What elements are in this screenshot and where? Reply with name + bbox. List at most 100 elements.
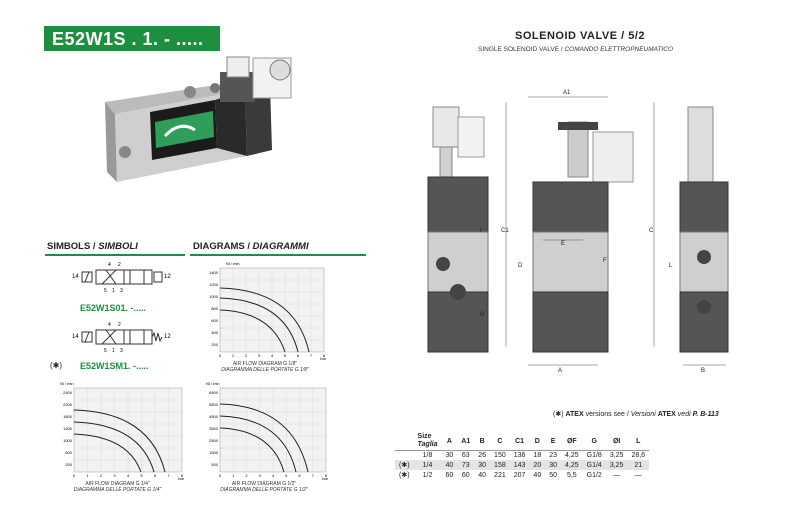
svg-text:8: 8 (181, 473, 184, 478)
svg-text:bar: bar (178, 476, 184, 480)
svg-text:G: G (480, 312, 485, 318)
svg-text:6500: 6500 (209, 390, 219, 395)
svg-text:1800: 1800 (63, 414, 73, 419)
flow-diagram-1-caption: AIR FLOW DIAGRAM G 1/8"DIAGRAMMA DELLE P… (221, 361, 309, 373)
svg-text:4500: 4500 (209, 414, 219, 419)
flow-diagram-1: Nl / min 1400 1200 1000 800 600 400 200 … (200, 260, 330, 375)
col-header: B (479, 437, 485, 445)
svg-text:2: 2 (100, 473, 103, 478)
dimension-drawing: G A1 E D F C1 A L C B I (427, 90, 729, 374)
svg-text:bar: bar (320, 356, 326, 360)
col-header: L (636, 437, 641, 445)
svg-text:200: 200 (211, 342, 218, 347)
svg-text:1: 1 (232, 353, 235, 358)
svg-text:1400: 1400 (209, 270, 219, 275)
svg-text:1500: 1500 (209, 450, 219, 455)
svg-text:3: 3 (258, 353, 261, 358)
svg-text:1: 1 (112, 288, 115, 294)
svg-text:5: 5 (285, 473, 288, 478)
svg-text:4: 4 (108, 262, 111, 268)
svg-text:4: 4 (271, 353, 274, 358)
svg-text:E: E (561, 241, 565, 247)
svg-text:1000: 1000 (63, 438, 73, 443)
symbol1-code: E52W1S01. -..... (80, 303, 147, 313)
svg-text:600: 600 (211, 318, 218, 323)
svg-text:2: 2 (118, 262, 121, 268)
svg-text:14: 14 (72, 274, 79, 280)
svg-text:1: 1 (112, 348, 115, 354)
svg-text:6: 6 (154, 473, 157, 478)
svg-text:2200: 2200 (63, 402, 73, 407)
svg-text:0: 0 (73, 473, 76, 478)
svg-text:8: 8 (323, 353, 326, 358)
product-code-badge: E52W1S . 1. - ..... (44, 26, 220, 51)
col-header: ØI (612, 437, 621, 445)
symbol2-mark: (✱) (50, 361, 63, 370)
flow-diagram-1-plot: Nl / min 1400 1200 1000 800 600 400 200 … (209, 261, 327, 360)
col-header: C1 (515, 437, 525, 445)
svg-text:B: B (701, 368, 705, 374)
svg-text:400: 400 (211, 330, 218, 335)
flow-diagram-3: Nl / min 6500 5500 4500 3500 2500 1500 5… (198, 380, 330, 495)
svg-text:6: 6 (297, 353, 300, 358)
svg-text:0: 0 (219, 353, 222, 358)
svg-text:D: D (518, 263, 523, 269)
svg-text:7: 7 (167, 473, 170, 478)
symbols-heading: SIMBOLS / SIMBOLI (47, 241, 138, 252)
svg-text:4: 4 (127, 473, 130, 478)
svg-text:2: 2 (245, 353, 248, 358)
col-header: G (591, 437, 597, 445)
svg-text:A: A (558, 368, 562, 374)
svg-text:2400: 2400 (63, 390, 73, 395)
pneumatic-symbol-2: 14 12 4 2 5 1 3 (72, 322, 171, 354)
valve-product-image (105, 56, 292, 182)
svg-text:200: 200 (65, 462, 72, 467)
svg-text:600: 600 (65, 450, 72, 455)
svg-text:C: C (649, 228, 654, 234)
svg-text:2: 2 (245, 473, 248, 478)
flow-diagram-3-plot: Nl / min 6500 5500 4500 3500 2500 1500 5… (206, 381, 329, 480)
col-header: A (446, 437, 452, 445)
svg-text:4: 4 (272, 473, 275, 478)
col-header: ØF (566, 437, 577, 445)
diagrams-heading: DIAGRAMS / DIAGRAMMI (193, 241, 309, 252)
svg-text:3: 3 (113, 473, 116, 478)
svg-text:5: 5 (104, 348, 107, 354)
svg-text:bar: bar (322, 476, 328, 480)
svg-text:A1: A1 (563, 90, 571, 96)
svg-text:0: 0 (219, 473, 222, 478)
flow-diagram-3-caption: AIR FLOW DIAGRAM G 1/2"DIAGRAMMA DELLE P… (220, 481, 308, 493)
svg-text:Nl / min: Nl / min (60, 381, 74, 386)
svg-text:1400: 1400 (63, 426, 73, 431)
svg-text:3: 3 (259, 473, 262, 478)
svg-text:1000: 1000 (209, 294, 219, 299)
svg-text:1: 1 (232, 473, 235, 478)
svg-text:7: 7 (312, 473, 315, 478)
symbol2-code: E52W1SM1. -..... (80, 361, 149, 371)
diagrams-rule (190, 254, 366, 256)
symbols-rule (45, 254, 185, 256)
pneumatic-symbol-1: 14 12 4 2 5 1 3 (72, 262, 171, 294)
svg-text:2: 2 (118, 322, 121, 328)
valve-title: SOLENOID VALVE / 5/2 (515, 30, 646, 42)
svg-text:6: 6 (298, 473, 301, 478)
svg-text:3: 3 (120, 288, 123, 294)
svg-text:800: 800 (211, 306, 218, 311)
svg-text:8: 8 (325, 473, 328, 478)
svg-text:5500: 5500 (209, 402, 219, 407)
svg-text:F: F (603, 258, 607, 264)
svg-text:500: 500 (211, 462, 218, 467)
atex-note: (✱) ATEX versions see / Versioni ATEX ve… (553, 411, 719, 418)
col-header: A1 (461, 437, 471, 445)
flow-diagram-2-plot: Nl / min 2400 2200 1800 1400 1000 600 20… (60, 381, 185, 480)
svg-text:5: 5 (284, 353, 287, 358)
svg-text:12: 12 (164, 334, 171, 340)
col-header: D (534, 437, 540, 445)
svg-text:4: 4 (108, 322, 111, 328)
